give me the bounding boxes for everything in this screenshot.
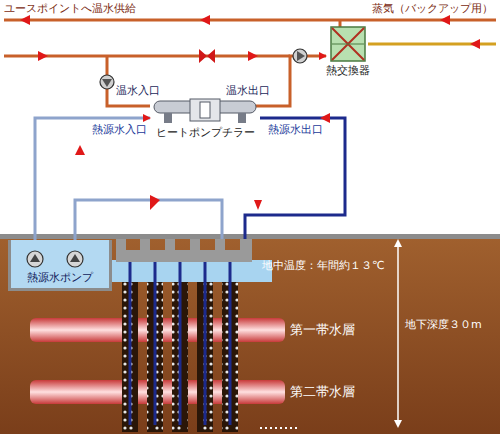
equipment: ヒートポンプチラー: [150, 98, 260, 139]
pump-pit: 熱源水ポンプ: [8, 240, 112, 291]
text-label: ユースポイントへ温水供給: [4, 2, 136, 15]
depth-marker: [260, 427, 300, 429]
text-label: 温水入口: [116, 84, 160, 97]
source-pipe: [75, 118, 345, 240]
text-label: 温水出口: [226, 84, 270, 97]
pump-symbol: [100, 49, 307, 89]
soil: [0, 238, 500, 434]
text-label: 熱源水出口: [268, 123, 323, 136]
depth-arrow: [394, 239, 402, 428]
equipment: 熱交換器: [326, 26, 370, 77]
warm-pipe: [4, 20, 496, 106]
node-text: 第一帯水層: [290, 318, 355, 342]
node-text: 第二帯水層: [290, 380, 355, 404]
text-label: 蒸気（バックアップ用）: [372, 2, 493, 15]
text-label: 地下深度３０m: [405, 318, 482, 331]
pipe-connector: [35, 118, 150, 240]
node-text: 熱源水ポンプ: [11, 271, 109, 284]
node-text: ヒートポンプチラー: [150, 126, 260, 139]
pipe-connector: [248, 56, 326, 106]
pump-pair-symbol: [11, 248, 109, 270]
well-pipe: [130, 262, 230, 425]
node-text: 熱交換器: [326, 64, 370, 77]
chiller-symbol: [150, 98, 260, 124]
aquifer-band: 第二帯水層: [30, 380, 355, 404]
text-label: 地中温度：年間約１３℃: [262, 259, 384, 272]
groundwater: [112, 260, 272, 282]
manifold: [116, 239, 252, 262]
aquifer-band: 第一帯水層: [30, 318, 355, 342]
text-label: 熱源水入口: [92, 123, 147, 136]
heat-exchanger-symbol: [330, 26, 366, 62]
flow-arrow: [20, 15, 480, 210]
valve: [199, 49, 215, 63]
